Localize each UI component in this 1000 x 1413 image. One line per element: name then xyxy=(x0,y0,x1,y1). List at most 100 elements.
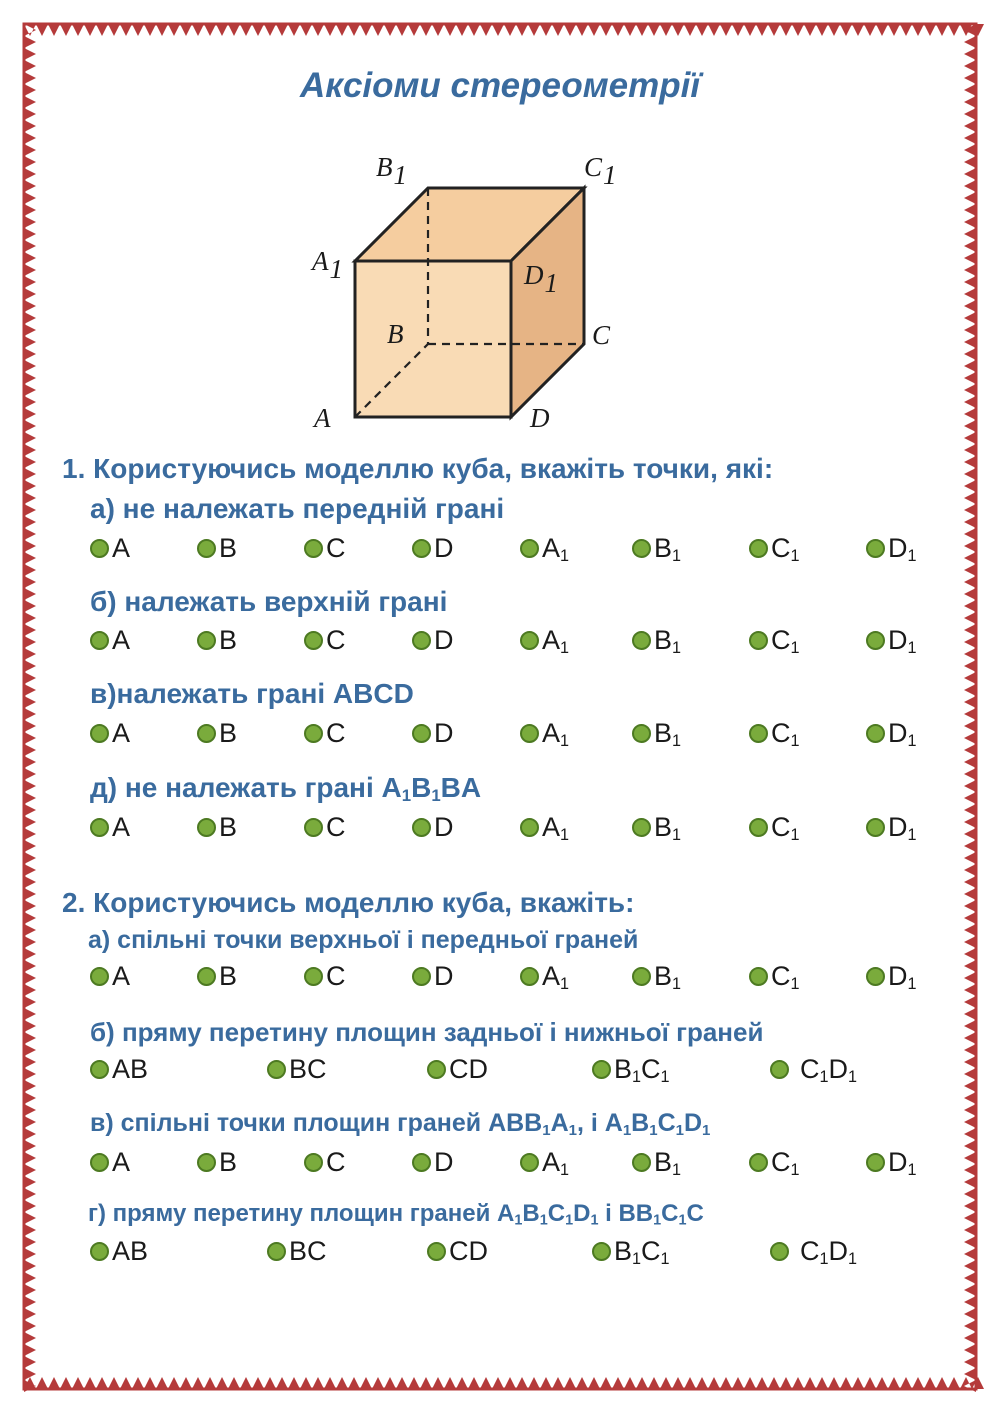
radio-dot-icon[interactable] xyxy=(866,1152,885,1172)
answer-option[interactable]: A xyxy=(90,1145,130,1179)
answer-option[interactable]: B xyxy=(197,623,237,657)
radio-dot-icon[interactable] xyxy=(197,538,216,558)
radio-dot-icon[interactable] xyxy=(90,817,109,837)
radio-dot-icon[interactable] xyxy=(749,966,768,986)
answer-option[interactable]: B1 xyxy=(632,810,681,844)
radio-dot-icon[interactable] xyxy=(592,1059,611,1079)
answer-option[interactable]: D1 xyxy=(866,810,917,844)
radio-dot-icon[interactable] xyxy=(90,1152,109,1172)
radio-dot-icon[interactable] xyxy=(304,817,323,837)
radio-dot-icon[interactable] xyxy=(749,630,768,650)
answer-option[interactable]: B xyxy=(197,1145,237,1179)
answer-option[interactable]: A xyxy=(90,959,130,993)
radio-dot-icon[interactable] xyxy=(412,723,431,743)
answer-option[interactable]: C1 xyxy=(749,623,800,657)
answer-option[interactable]: C xyxy=(304,959,346,993)
answer-option[interactable]: C1 xyxy=(749,716,800,750)
radio-dot-icon[interactable] xyxy=(520,1152,539,1172)
answer-option[interactable]: B1 xyxy=(632,959,681,993)
answer-option[interactable]: C1 xyxy=(749,531,800,565)
radio-dot-icon[interactable] xyxy=(749,723,768,743)
radio-dot-icon[interactable] xyxy=(90,723,109,743)
answer-option[interactable]: B1 xyxy=(632,1145,681,1179)
radio-dot-icon[interactable] xyxy=(197,817,216,837)
radio-dot-icon[interactable] xyxy=(412,538,431,558)
answer-option[interactable]: D xyxy=(412,623,454,657)
radio-dot-icon[interactable] xyxy=(90,630,109,650)
answer-option[interactable]: AB xyxy=(90,1234,148,1268)
radio-dot-icon[interactable] xyxy=(632,723,651,743)
radio-dot-icon[interactable] xyxy=(770,1059,789,1079)
answer-option[interactable]: B xyxy=(197,716,237,750)
radio-dot-icon[interactable] xyxy=(267,1241,286,1261)
answer-option[interactable]: B1 xyxy=(632,716,681,750)
answer-option[interactable]: A1 xyxy=(520,959,569,993)
answer-option[interactable]: A xyxy=(90,810,130,844)
radio-dot-icon[interactable] xyxy=(632,966,651,986)
radio-dot-icon[interactable] xyxy=(412,817,431,837)
answer-option[interactable]: A1 xyxy=(520,716,569,750)
radio-dot-icon[interactable] xyxy=(520,538,539,558)
radio-dot-icon[interactable] xyxy=(749,538,768,558)
answer-option[interactable]: C1 xyxy=(749,1145,800,1179)
radio-dot-icon[interactable] xyxy=(304,966,323,986)
answer-option[interactable]: B1 xyxy=(632,531,681,565)
radio-dot-icon[interactable] xyxy=(304,723,323,743)
radio-dot-icon[interactable] xyxy=(197,1152,216,1172)
answer-option[interactable]: C1D1 xyxy=(770,1052,857,1086)
radio-dot-icon[interactable] xyxy=(412,630,431,650)
answer-option[interactable]: D xyxy=(412,716,454,750)
radio-dot-icon[interactable] xyxy=(412,966,431,986)
radio-dot-icon[interactable] xyxy=(866,723,885,743)
radio-dot-icon[interactable] xyxy=(632,817,651,837)
answer-option[interactable]: D xyxy=(412,810,454,844)
answer-option[interactable]: A xyxy=(90,623,130,657)
answer-option[interactable]: CD xyxy=(427,1052,488,1086)
answer-option[interactable]: A1 xyxy=(520,1145,569,1179)
radio-dot-icon[interactable] xyxy=(520,723,539,743)
radio-dot-icon[interactable] xyxy=(866,966,885,986)
radio-dot-icon[interactable] xyxy=(866,817,885,837)
answer-option[interactable]: B xyxy=(197,531,237,565)
radio-dot-icon[interactable] xyxy=(427,1059,446,1079)
radio-dot-icon[interactable] xyxy=(520,630,539,650)
radio-dot-icon[interactable] xyxy=(520,817,539,837)
radio-dot-icon[interactable] xyxy=(90,538,109,558)
radio-dot-icon[interactable] xyxy=(197,630,216,650)
answer-option[interactable]: C xyxy=(304,623,346,657)
answer-option[interactable]: D1 xyxy=(866,623,917,657)
answer-option[interactable]: C xyxy=(304,810,346,844)
answer-option[interactable]: B xyxy=(197,810,237,844)
radio-dot-icon[interactable] xyxy=(412,1152,431,1172)
answer-option[interactable]: C xyxy=(304,531,346,565)
radio-dot-icon[interactable] xyxy=(520,966,539,986)
answer-option[interactable]: A xyxy=(90,531,130,565)
answer-option[interactable]: BC xyxy=(267,1052,327,1086)
radio-dot-icon[interactable] xyxy=(304,630,323,650)
answer-option[interactable]: D1 xyxy=(866,531,917,565)
radio-dot-icon[interactable] xyxy=(770,1241,789,1261)
radio-dot-icon[interactable] xyxy=(90,1059,109,1079)
radio-dot-icon[interactable] xyxy=(90,966,109,986)
radio-dot-icon[interactable] xyxy=(632,538,651,558)
answer-option[interactable]: BC xyxy=(267,1234,327,1268)
answer-option[interactable]: B1 xyxy=(632,623,681,657)
answer-option[interactable]: D1 xyxy=(866,1145,917,1179)
answer-option[interactable]: C1 xyxy=(749,810,800,844)
radio-dot-icon[interactable] xyxy=(304,1152,323,1172)
answer-option[interactable]: D xyxy=(412,959,454,993)
answer-option[interactable]: B1C1 xyxy=(592,1052,670,1086)
radio-dot-icon[interactable] xyxy=(632,630,651,650)
answer-option[interactable]: AB xyxy=(90,1052,148,1086)
radio-dot-icon[interactable] xyxy=(197,966,216,986)
radio-dot-icon[interactable] xyxy=(632,1152,651,1172)
answer-option[interactable]: CD xyxy=(427,1234,488,1268)
answer-option[interactable]: B xyxy=(197,959,237,993)
radio-dot-icon[interactable] xyxy=(427,1241,446,1261)
answer-option[interactable]: A1 xyxy=(520,623,569,657)
answer-option[interactable]: C1D1 xyxy=(770,1234,857,1268)
radio-dot-icon[interactable] xyxy=(197,723,216,743)
radio-dot-icon[interactable] xyxy=(304,538,323,558)
answer-option[interactable]: C xyxy=(304,1145,346,1179)
radio-dot-icon[interactable] xyxy=(749,817,768,837)
